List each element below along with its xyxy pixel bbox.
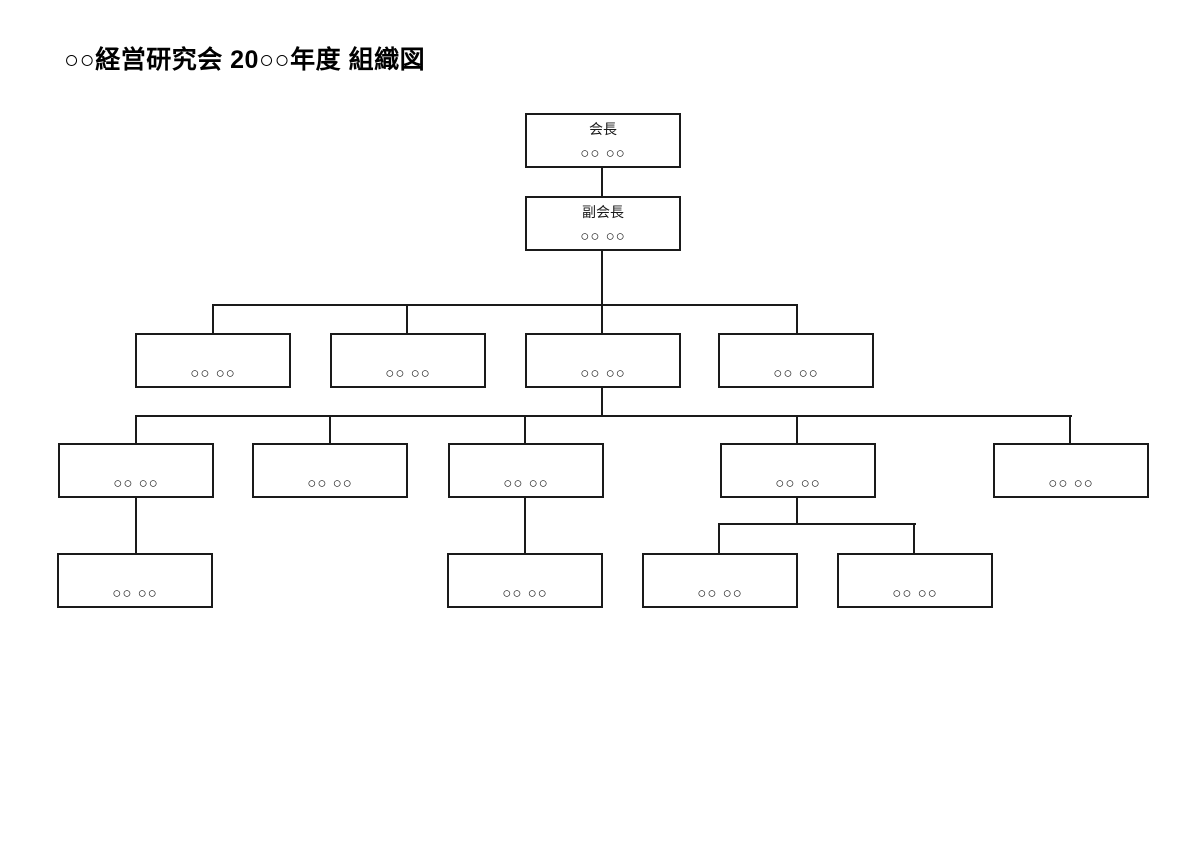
org-node-level4-3: ○○ ○○ <box>448 443 604 498</box>
connector-drop-level4-3 <box>524 416 526 443</box>
node-name: ○○ ○○ <box>580 365 626 382</box>
org-node-level4-2: ○○ ○○ <box>252 443 408 498</box>
connector-drop-level4-4 <box>796 416 798 443</box>
connector-drop-level4-1 <box>135 416 137 443</box>
node-name: ○○ ○○ <box>502 585 548 602</box>
org-node-level5-1: ○○ ○○ <box>57 553 213 608</box>
node-name: ○○ ○○ <box>307 475 353 492</box>
page-title: ○○経営研究会 20○○年度 組織図 <box>64 46 426 74</box>
connector-level4-3-child <box>524 498 526 553</box>
org-node-level3-3: ○○ ○○ <box>525 333 681 388</box>
node-name: ○○ ○○ <box>775 475 821 492</box>
connector-vice-feed <box>601 249 603 333</box>
org-node-level4-4: ○○ ○○ <box>720 443 876 498</box>
connector-drop-level3-2 <box>406 305 408 333</box>
org-node-level5-3: ○○ ○○ <box>642 553 798 608</box>
connector-level4-4-feed <box>796 498 798 525</box>
node-title <box>839 557 991 582</box>
node-name: ○○ ○○ <box>580 145 626 162</box>
connector-drop-level3-4 <box>796 305 798 333</box>
connector-level4-1-child <box>135 498 137 553</box>
org-node-level4-5: ○○ ○○ <box>993 443 1149 498</box>
node-name: ○○ ○○ <box>385 365 431 382</box>
connector-level5-bus <box>718 523 916 525</box>
connector-drop-level4-5 <box>1069 416 1071 443</box>
node-name: ○○ ○○ <box>697 585 743 602</box>
node-title <box>254 447 406 472</box>
node-title: 副会長 <box>582 204 624 220</box>
node-title <box>449 557 601 582</box>
node-title <box>995 447 1147 472</box>
node-name: ○○ ○○ <box>503 475 549 492</box>
node-title <box>527 337 679 362</box>
node-title: 会長 <box>589 121 617 137</box>
node-name: ○○ ○○ <box>112 585 158 602</box>
org-node-chairman: 会長 ○○ ○○ <box>525 113 681 168</box>
node-name: ○○ ○○ <box>773 365 819 382</box>
org-node-level3-2: ○○ ○○ <box>330 333 486 388</box>
connector-drop-level5-4 <box>913 524 915 553</box>
node-name: ○○ ○○ <box>892 585 938 602</box>
node-title <box>644 557 796 582</box>
org-node-level3-1: ○○ ○○ <box>135 333 291 388</box>
connector-level4-bus <box>135 415 1072 417</box>
node-title <box>137 337 289 362</box>
org-node-level5-2: ○○ ○○ <box>447 553 603 608</box>
org-node-level3-4: ○○ ○○ <box>718 333 874 388</box>
connector-drop-level4-2 <box>329 416 331 443</box>
connector-drop-level5-3 <box>718 524 720 553</box>
connector-level3-3-feed <box>601 388 603 417</box>
org-node-level4-1: ○○ ○○ <box>58 443 214 498</box>
node-name: ○○ ○○ <box>580 228 626 245</box>
node-title <box>722 447 874 472</box>
connector-drop-level3-1 <box>212 305 214 333</box>
connector-level3-bus <box>212 304 798 306</box>
node-title <box>720 337 872 362</box>
node-name: ○○ ○○ <box>1048 475 1094 492</box>
node-title <box>60 447 212 472</box>
node-title <box>59 557 211 582</box>
connector-chairman-vice <box>601 168 603 196</box>
org-node-level5-4: ○○ ○○ <box>837 553 993 608</box>
node-name: ○○ ○○ <box>190 365 236 382</box>
org-node-vice-chairman: 副会長 ○○ ○○ <box>525 196 681 251</box>
node-title <box>332 337 484 362</box>
node-title <box>450 447 602 472</box>
node-name: ○○ ○○ <box>113 475 159 492</box>
